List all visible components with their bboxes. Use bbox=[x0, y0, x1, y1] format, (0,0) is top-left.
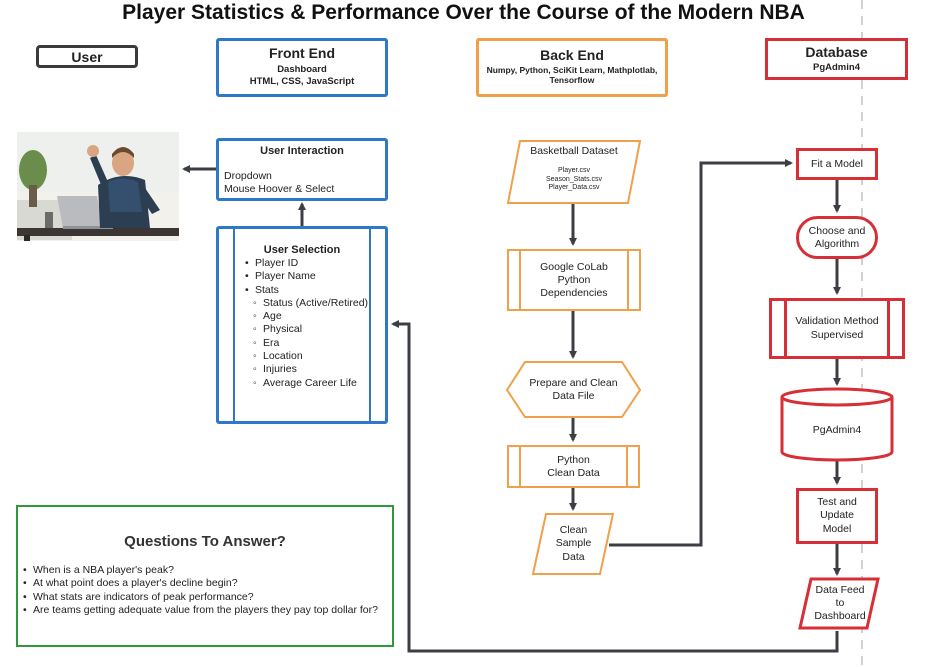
database-header: Database PgAdmin4 bbox=[765, 38, 908, 80]
stat-location: Location bbox=[243, 350, 383, 364]
dataset-title: Basketball Dataset bbox=[530, 145, 618, 157]
arrow-sample-to-fit-model bbox=[609, 159, 793, 547]
front-end-subtitle: Dashboard bbox=[277, 64, 327, 75]
python-clean-node: Python Clean Data bbox=[507, 445, 640, 488]
fit-model-node: Fit a Model bbox=[796, 148, 878, 180]
dataset-shape bbox=[506, 140, 642, 204]
user-interaction-line2: Mouse Hoover & Select bbox=[224, 183, 335, 195]
questions-panel: Questions To Answer? When is a NBA playe… bbox=[16, 505, 394, 647]
pgadmin-label: PgAdmin4 bbox=[812, 424, 862, 436]
user-interaction-node: User Interaction Dropdown Mouse Hoover &… bbox=[216, 138, 388, 201]
choose-algorithm-node: Choose and Algorithm bbox=[796, 216, 878, 259]
validation-line2: Supervised bbox=[810, 328, 864, 341]
clean-sample-line1: Clean bbox=[559, 523, 588, 536]
choose-line2: Algorithm bbox=[814, 237, 860, 250]
stat-status: Status (Active/Retired) bbox=[243, 297, 383, 311]
stats-sublist-wrapper: Status (Active/Retired) Age Physical Era… bbox=[243, 297, 385, 390]
prepare-shape bbox=[505, 361, 642, 418]
data-feed-node: Data Feed to Dashboard bbox=[805, 580, 875, 627]
test-update-line3: Model bbox=[822, 522, 852, 535]
validation-node: Validation Method Supervised bbox=[769, 298, 905, 359]
question-item: What stats are indicators of peak perfor… bbox=[21, 591, 392, 605]
front-end-title: Front End bbox=[268, 45, 336, 61]
front-end-tech: HTML, CSS, JavaScript bbox=[249, 76, 355, 87]
clean-sample-shape bbox=[531, 513, 615, 575]
clean-sample-line2: Sample bbox=[555, 537, 592, 550]
back-end-tech-line2: Tensorflow bbox=[549, 75, 595, 85]
stat-physical: Physical bbox=[243, 323, 383, 337]
colab-line1: Google CoLab bbox=[540, 260, 608, 273]
back-end-title: Back End bbox=[540, 47, 604, 63]
test-update-node: Test and Update Model bbox=[796, 488, 878, 544]
dataset-file-season-stats: Season_Stats.csv bbox=[545, 175, 603, 183]
colab-line3: Dependencies bbox=[540, 286, 608, 299]
question-item: When is a NBA player's peak? bbox=[21, 564, 392, 578]
test-update-line2: Update bbox=[820, 509, 854, 522]
selection-item-stats: Stats bbox=[243, 284, 385, 298]
prepare-node: Prepare and Clean Data File bbox=[515, 362, 632, 417]
python-clean-line2: Clean Data bbox=[547, 466, 600, 479]
user-selection-node: User Selection Player ID Player Name Sta… bbox=[216, 226, 388, 424]
data-feed-line1: Data Feed bbox=[815, 584, 865, 596]
user-column-header: User bbox=[36, 45, 138, 68]
selection-left-bar bbox=[233, 229, 235, 421]
python-clean-line1: Python bbox=[557, 453, 590, 466]
questions-list: When is a NBA player's peak? At what poi… bbox=[21, 564, 392, 617]
front-end-header: Front End Dashboard HTML, CSS, JavaScrip… bbox=[216, 38, 388, 97]
pgadmin-cylinder bbox=[780, 397, 894, 462]
prepare-line2: Data File bbox=[552, 389, 595, 402]
questions-title: Questions To Answer? bbox=[124, 533, 286, 550]
user-selection-title: User Selection bbox=[263, 244, 341, 256]
colab-line2: Python bbox=[557, 273, 591, 286]
validation-line1: Validation Method bbox=[795, 315, 879, 327]
database-subtitle: PgAdmin4 bbox=[813, 62, 860, 73]
database-title: Database bbox=[805, 44, 868, 60]
stat-average-career-life: Average Career Life bbox=[243, 377, 383, 391]
question-item: Are teams getting adequate value from th… bbox=[21, 604, 392, 618]
stat-era: Era bbox=[243, 337, 383, 351]
data-feed-shape bbox=[798, 577, 880, 630]
stat-injuries: Injuries bbox=[243, 363, 383, 377]
user-label: User bbox=[71, 48, 103, 65]
question-item: At what point does a player's decline be… bbox=[21, 577, 392, 591]
dataset-file-player: Player.csv bbox=[558, 167, 590, 174]
stats-sublist: Status (Active/Retired) Age Physical Era… bbox=[243, 297, 383, 390]
user-interaction-line1: Dropdown bbox=[224, 170, 272, 182]
data-feed-line3: Dashboard bbox=[814, 610, 866, 622]
colab-node: Google CoLab Python Dependencies bbox=[507, 249, 641, 311]
user-photo bbox=[17, 132, 179, 241]
user-interaction-title: User Interaction bbox=[260, 145, 344, 157]
dataset-file-player-data: Player_Data.csv bbox=[548, 184, 600, 191]
back-end-tech-line1: Numpy, Python, SciKit Learn, Mathplotlab… bbox=[486, 65, 658, 75]
fit-model-label: Fit a Model bbox=[811, 158, 863, 170]
back-end-header: Back End Numpy, Python, SciKit Learn, Ma… bbox=[476, 38, 668, 97]
dataset-node: Basketball Dataset Player.csv Season_Sta… bbox=[515, 143, 633, 201]
diagram-title: Player Statistics & Performance Over the… bbox=[122, 1, 805, 24]
selection-item-player-id: Player ID bbox=[243, 257, 385, 271]
data-feed-line2: to bbox=[835, 597, 845, 609]
user-selection-list: Player ID Player Name Stats Status (Acti… bbox=[243, 257, 385, 390]
choose-line1: Choose and bbox=[808, 224, 866, 237]
selection-item-player-name: Player Name bbox=[243, 270, 385, 284]
test-update-line1: Test and bbox=[817, 495, 857, 508]
pgadmin-node: PgAdmin4 bbox=[782, 410, 892, 450]
clean-sample-node: Clean Sample Data bbox=[540, 516, 607, 572]
arrow-datafeed-to-selection bbox=[391, 320, 839, 653]
clean-sample-line3: Data bbox=[562, 550, 585, 563]
dataset-files: Player.csv Season_Stats.csv Player_Data.… bbox=[515, 167, 633, 193]
prepare-line1: Prepare and Clean bbox=[529, 376, 618, 389]
stat-age: Age bbox=[243, 310, 383, 324]
